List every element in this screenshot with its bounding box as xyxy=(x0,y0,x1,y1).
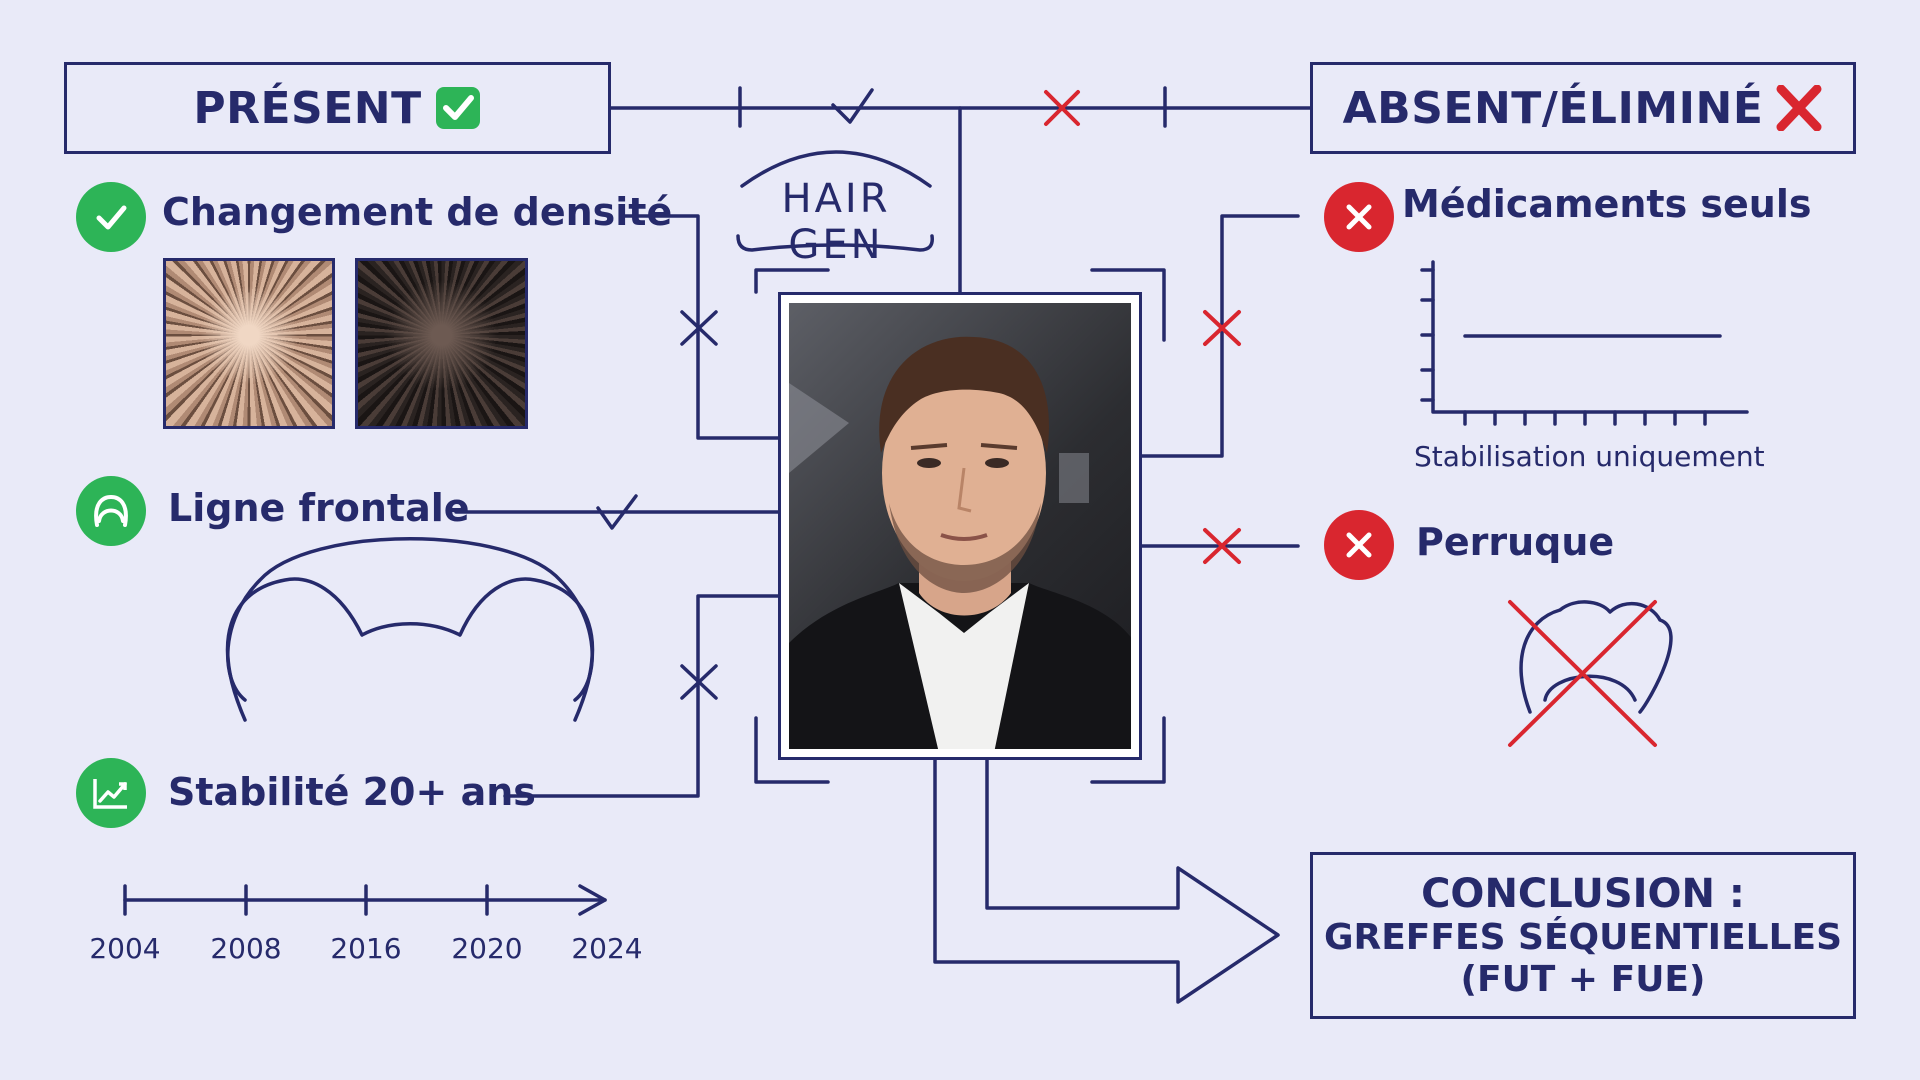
x-icon xyxy=(1324,182,1394,252)
check-box-icon xyxy=(434,85,482,131)
cross-mark-icon xyxy=(1775,85,1823,131)
hairline-icon xyxy=(76,476,146,546)
scalp-photo-after xyxy=(355,258,528,429)
x-icon xyxy=(1324,510,1394,580)
stabilisation-caption: Stabilisation uniquement xyxy=(1414,440,1765,473)
absent-header: ABSENT/ÉLIMINÉ xyxy=(1310,62,1856,154)
conclusion-title: CONCLUSION : xyxy=(1421,871,1745,918)
conclusion-line3: (FUT + FUE) xyxy=(1460,958,1706,1000)
brand-logo: HAIR GEN xyxy=(781,176,891,268)
timeline-year: 2004 xyxy=(89,932,161,965)
hairline-label: Ligne frontale xyxy=(168,486,470,530)
absent-title: ABSENT/ÉLIMINÉ xyxy=(1342,82,1764,134)
timeline-year: 2008 xyxy=(210,932,282,965)
medication-label: Médicaments seuls xyxy=(1402,182,1812,226)
subject-photo xyxy=(778,292,1142,760)
present-title: PRÉSENT xyxy=(193,82,422,134)
portrait-image xyxy=(789,303,1131,749)
stability-label: Stabilité 20+ ans xyxy=(168,770,536,814)
conclusion-line2: GREFFES SÉQUENTIELLES xyxy=(1323,917,1843,959)
present-header: PRÉSENT xyxy=(64,62,611,154)
wig-label: Perruque xyxy=(1416,520,1615,564)
density-label: Changement de densité xyxy=(162,190,673,234)
check-icon xyxy=(76,182,146,252)
timeline-year: 2016 xyxy=(330,932,402,965)
trend-chart-icon xyxy=(76,758,146,828)
scalp-photo-before xyxy=(163,258,335,429)
timeline-year: 2024 xyxy=(571,932,643,965)
timeline-year: 2020 xyxy=(451,932,523,965)
conclusion-box: CONCLUSION : GREFFES SÉQUENTIELLES (FUT … xyxy=(1310,852,1856,1019)
